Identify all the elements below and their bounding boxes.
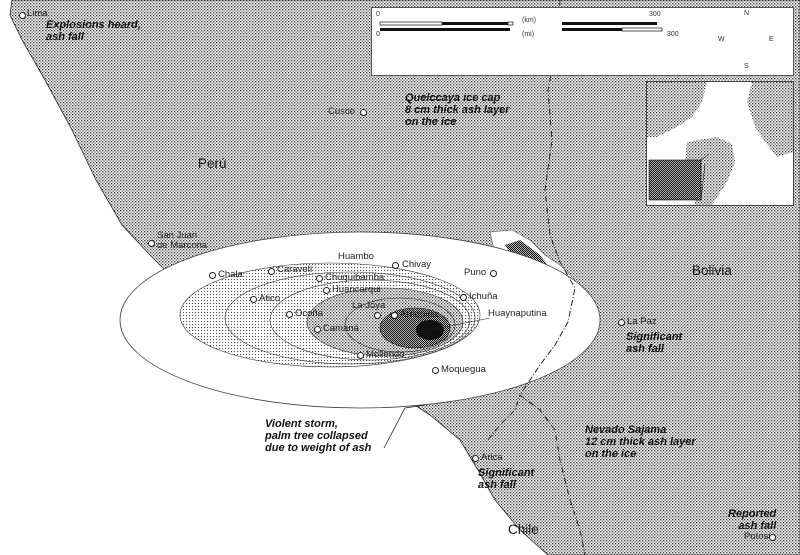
scale-km-unit: (km) <box>522 17 536 24</box>
city-cusco: Cusco <box>328 106 355 117</box>
city-mollendo: Mollendo <box>366 349 405 360</box>
city-marker-huancarqui <box>323 287 330 294</box>
city-marker-la-paz <box>618 319 625 326</box>
city-marker-ocona <box>286 311 293 318</box>
city-marker-camana <box>314 326 321 333</box>
border-peru-bolivia <box>519 0 576 396</box>
city-chala: Chala <box>218 269 243 280</box>
city-arica: Arica <box>481 452 503 463</box>
scale-zero-bottom: 0 <box>376 31 380 38</box>
city-caraveli: Caravelí <box>277 264 313 275</box>
city-marker-la-joya <box>374 312 381 319</box>
city-camana: Camaná <box>323 323 359 334</box>
city-marker-caraveli <box>268 268 275 275</box>
note-quelccaya: Quelccaya ice cap 8 cm thick ash layer o… <box>405 92 510 128</box>
city-marker-lima <box>19 12 26 19</box>
inset-locator-map <box>646 81 794 206</box>
city-marker-atico <box>250 296 257 303</box>
city-marker-potosi <box>769 534 776 541</box>
country-peru: Perú <box>198 156 227 171</box>
city-marker-chivay <box>392 262 399 269</box>
city-marker-puno <box>490 270 497 277</box>
city-marker-san-juan <box>148 240 155 247</box>
city-marker-arica <box>472 455 479 462</box>
note-potosi: Reported ash fall <box>728 508 777 532</box>
scale-bar-box: 0 (km) 300 0 (mi) 300 N S E W <box>371 7 794 76</box>
city-chuquibamba: Chuquibamba <box>325 272 385 283</box>
city-la-joya: La Joya <box>352 300 386 311</box>
country-bolivia: Bolivia <box>692 263 732 278</box>
city-la-paz: La Paz <box>627 316 657 327</box>
city-puno: Puno <box>464 267 487 278</box>
scale-zero-top: 0 <box>376 11 380 18</box>
scale-mi-max: 300 <box>667 31 679 38</box>
scale-km-max: 300 <box>649 11 661 18</box>
city-marker-cusco <box>360 109 367 116</box>
compass-s: S <box>744 63 749 70</box>
border-peru-chile <box>487 394 521 441</box>
city-lima: Lima <box>27 8 48 19</box>
border-chile-bolivia <box>519 394 586 555</box>
city-atico: Atico <box>259 293 281 304</box>
city-ocona: Ocoña <box>295 308 323 319</box>
city-huancarqui: Huancarqui <box>332 284 381 295</box>
city-chivay: Chivay <box>402 259 432 270</box>
city-huambo: Huambo <box>338 251 374 262</box>
compass-n: N <box>744 10 750 17</box>
city-moquegua: Moquegua <box>441 364 486 375</box>
city-ichuna: Ichuña <box>469 291 498 302</box>
country-chile: Chile <box>508 522 539 537</box>
city-marker-ichuna <box>460 294 467 301</box>
scale-mi-unit: (mi) <box>522 31 535 38</box>
note-storm: Violent storm, palm tree collapsed due t… <box>265 418 372 454</box>
city-potosi: Potosí <box>744 531 771 542</box>
city-marker-chala <box>209 272 216 279</box>
city-marker-chuquibamba <box>316 275 323 282</box>
city-marker-arequipa <box>391 312 398 319</box>
city-marker-moquegua <box>432 367 439 374</box>
note-lima: Explosions heard, ash fall <box>46 19 141 43</box>
note-sajama: Nevado Sajama 12 cm thick ash layer on t… <box>585 424 696 460</box>
city-marker-mollendo <box>357 352 364 359</box>
note-arica: Significant ash fall <box>478 467 535 491</box>
note-la-paz: Significant ash fall <box>626 331 683 355</box>
compass-w: W <box>718 36 725 43</box>
city-san-juan: San Juan de Marcona <box>157 230 208 251</box>
city-arequipa: Arequipa <box>400 309 439 320</box>
compass-e: E <box>769 36 774 43</box>
city-huaynaputina: Huaynaputina <box>488 308 547 319</box>
